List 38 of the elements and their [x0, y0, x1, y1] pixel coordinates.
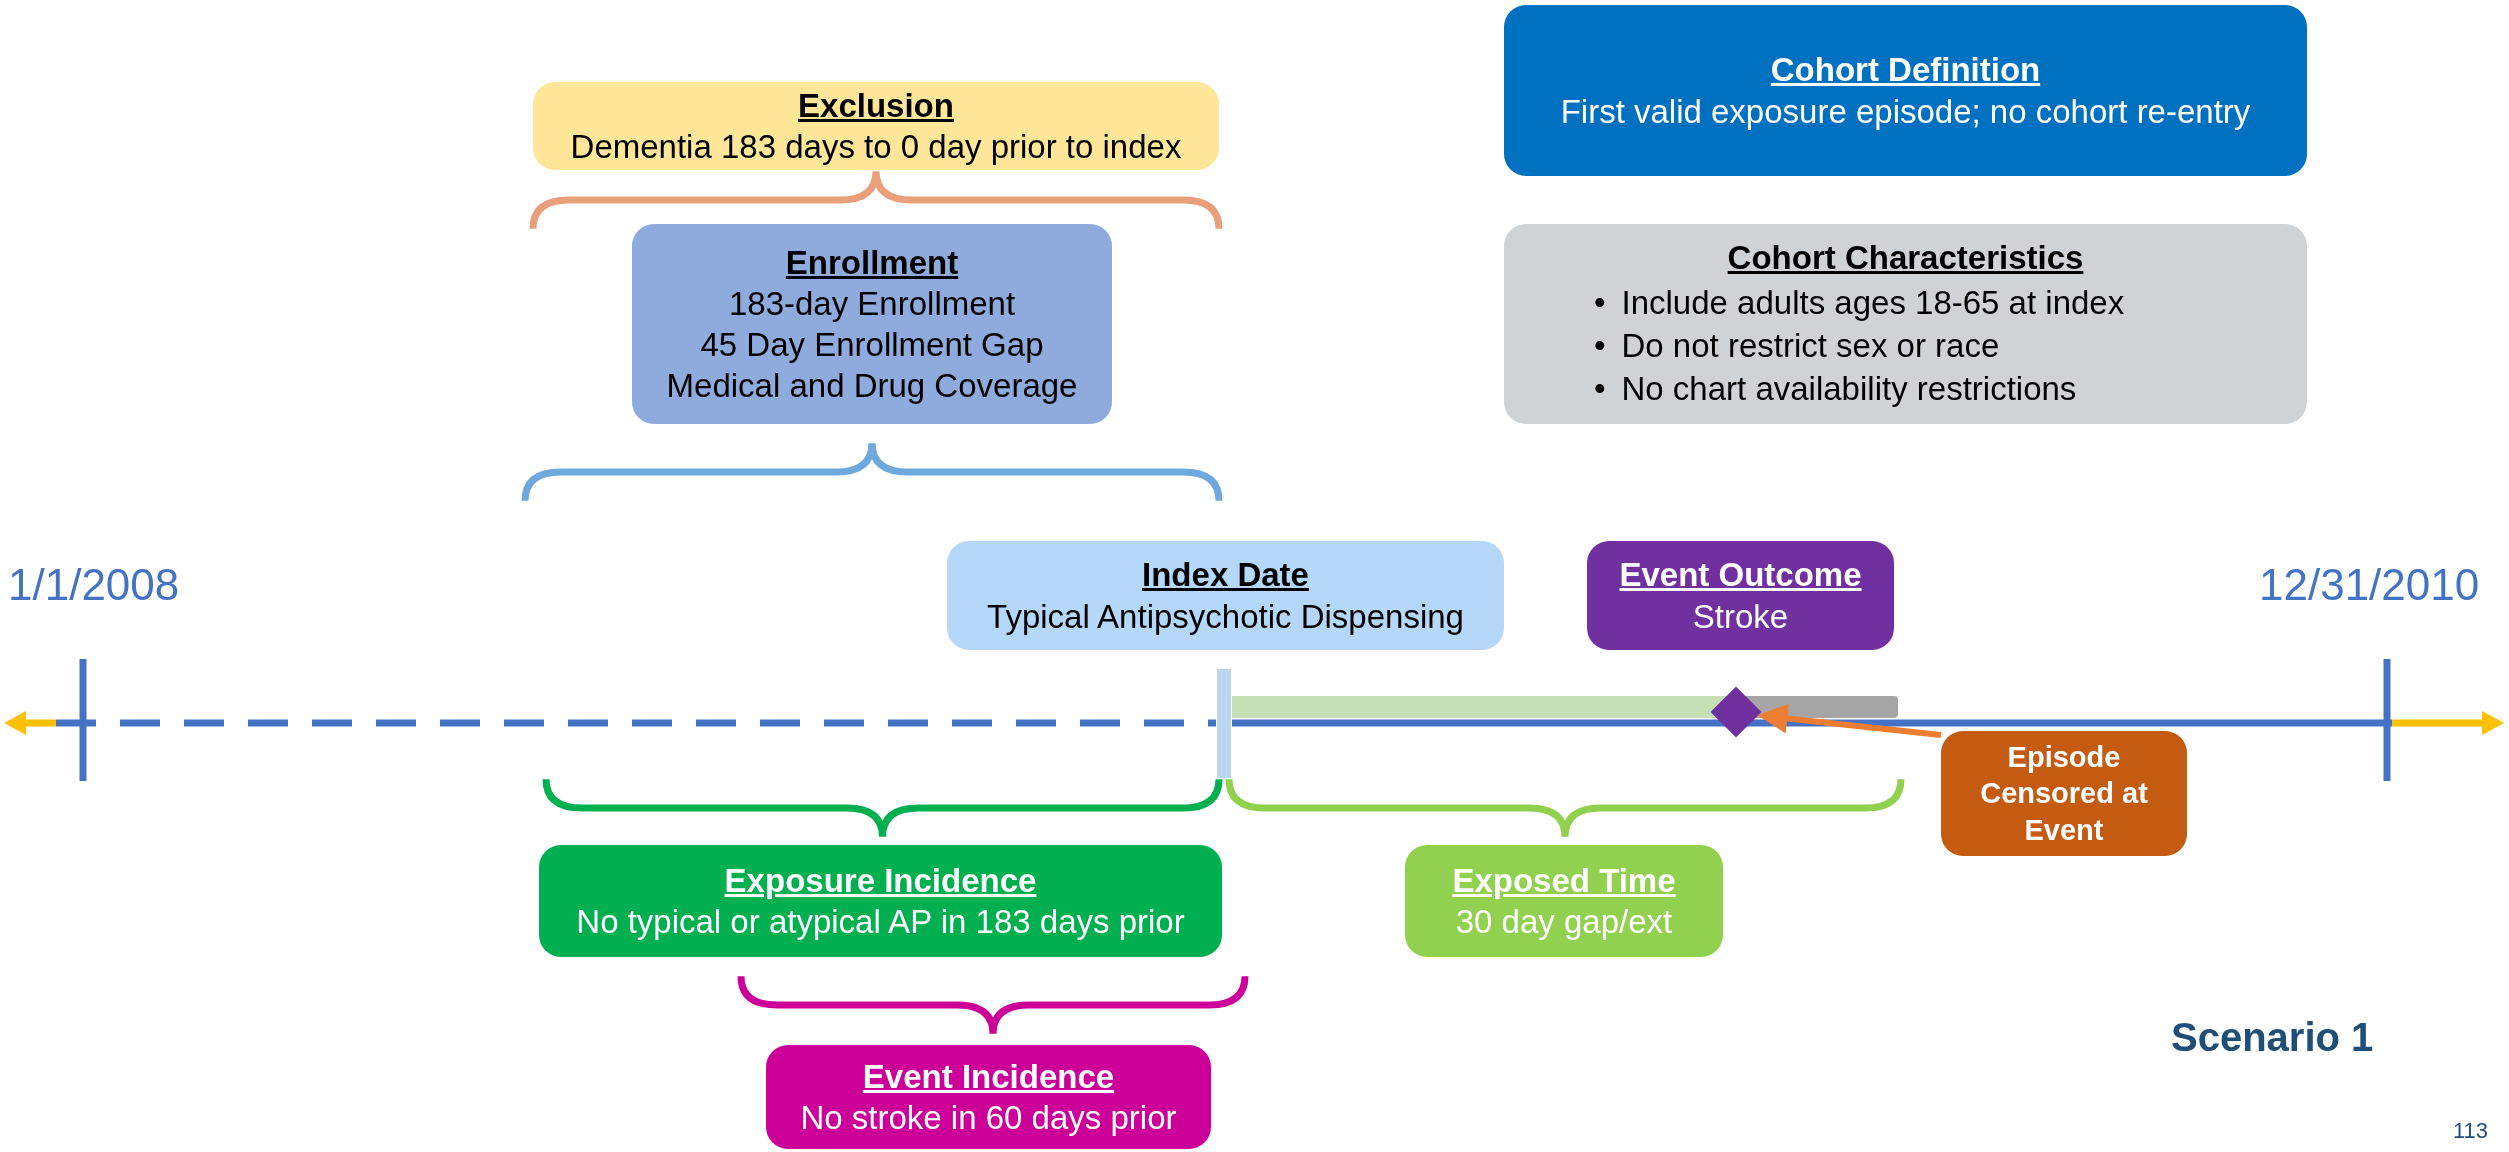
scenario-label: Scenario 1: [2171, 1015, 2374, 1060]
box-text: 183-day Enrollment: [728, 283, 1016, 324]
box-heading: Event Outcome: [1619, 555, 1862, 596]
box-heading: Enrollment: [785, 242, 959, 283]
censoring-box: [1941, 731, 2187, 856]
exposed-time-box: [1405, 845, 1723, 957]
enrollment-box: [632, 224, 1112, 424]
box-text: Medical and Drug Coverage: [666, 366, 1078, 407]
index-date-box: [947, 541, 1504, 650]
exclusion-box: [533, 82, 1219, 170]
box-text: Stroke: [1692, 596, 1789, 637]
box-heading: Exposed Time: [1452, 860, 1676, 901]
box-text: 45 Day Enrollment Gap: [700, 325, 1044, 365]
bullet-item: • No chart availability restrictions: [1594, 369, 2077, 410]
bullet-item: • Include adults ages 18-65 at index: [1594, 282, 2125, 323]
box-text: First valid exposure episode; no cohort re-entry: [1560, 91, 2251, 132]
date-label: 12/31/2010: [2259, 560, 2480, 610]
event-outcome-box: [1587, 541, 1894, 650]
box-heading: Exposure Incidence: [724, 860, 1037, 901]
box-text: No typical or atypical AP in 183 days prior: [576, 902, 1185, 942]
exposure-incidence-box: [539, 845, 1222, 957]
box-text: Dementia 183 days to 0 day prior to index: [570, 127, 1182, 167]
box-heading: Cohort Characteristics: [1727, 237, 2084, 278]
box-text: Typical Antipsychotic Dispensing: [987, 596, 1464, 637]
box-heading: Cohort Definition: [1770, 50, 2041, 91]
arrow: [1757, 703, 1942, 738]
event-incidence-box: [766, 1045, 1211, 1149]
box-heading: Exclusion: [798, 85, 954, 126]
page-number: 113: [2453, 1118, 2489, 1144]
box-heading: Index Date: [1142, 555, 1309, 596]
box-text: 30 day gap/ext: [1455, 902, 1673, 942]
box-text: Episode Censored at Event: [1979, 740, 2149, 848]
date-label: 1/1/2008: [8, 560, 180, 610]
box-text: No stroke in 60 days prior: [800, 1098, 1177, 1138]
cohort-definition-box: [1504, 5, 2307, 176]
cohort-characteristics-box: [1504, 224, 2307, 424]
bullet-item: • Do not restrict sex or race: [1594, 326, 2000, 366]
box-heading: Event Incidence: [862, 1056, 1115, 1097]
